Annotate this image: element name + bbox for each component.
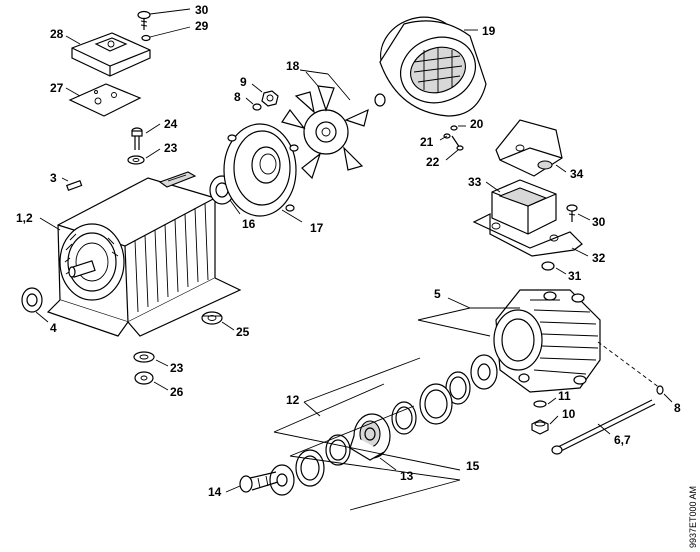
part-23-washer-upper <box>127 155 145 165</box>
part-25-nut <box>201 311 223 325</box>
part-3-key <box>65 179 83 191</box>
part-5-pump-housing <box>493 289 601 393</box>
part-10-plug <box>531 419 549 435</box>
fan-circlip <box>374 93 386 107</box>
label-14: 14 <box>208 485 222 499</box>
label-12: 12 <box>286 393 300 407</box>
part-30-screw-top <box>137 10 151 30</box>
label-6-7: 6,7 <box>614 433 631 447</box>
label-32: 32 <box>592 251 606 265</box>
label-23-upper: 23 <box>164 141 178 155</box>
label-24: 24 <box>164 117 178 131</box>
part-30-screw-right <box>566 204 578 222</box>
label-31: 31 <box>568 269 582 283</box>
label-26: 26 <box>170 385 184 399</box>
part-27-gasket <box>68 83 142 117</box>
part-22-screw <box>451 135 464 151</box>
label-17: 17 <box>310 221 324 235</box>
label-4: 4 <box>50 321 57 335</box>
part-9-nut <box>261 90 279 107</box>
part-20-washer <box>450 125 458 131</box>
label-15: 15 <box>466 459 480 473</box>
label-20: 20 <box>470 117 484 131</box>
image-code: 9937ET000 AM <box>688 486 698 548</box>
label-28: 28 <box>50 27 64 41</box>
part-23-washer-lower <box>133 351 155 363</box>
label-8-upper: 8 <box>234 90 241 104</box>
part-6-7-tie-rod <box>551 399 656 455</box>
part-11-o-ring <box>533 400 547 408</box>
part-8-washer-upper <box>252 103 262 111</box>
label-19: 19 <box>482 24 496 38</box>
label-34: 34 <box>570 167 584 181</box>
part-12-seal-set <box>391 354 498 435</box>
part-34-terminal-lid <box>495 119 563 177</box>
label-30-top: 30 <box>195 3 209 17</box>
label-21: 21 <box>420 135 434 149</box>
label-25: 25 <box>236 325 250 339</box>
part-26-nut <box>134 371 154 385</box>
part-17-end-shield <box>223 123 299 217</box>
label-11: 11 <box>558 389 571 403</box>
part-19-fan-cowl <box>379 16 487 117</box>
part-1-2-motor-housing <box>46 171 242 337</box>
label-10: 10 <box>562 407 576 421</box>
part-28-terminal-cover <box>71 32 151 77</box>
part-14-screw <box>239 471 279 493</box>
label-13: 13 <box>400 469 414 483</box>
part-labels: 30 29 28 27 24 23 3 1,2 4 9 8 18 16 17 1… <box>16 3 681 499</box>
part-29-washer <box>141 34 151 42</box>
label-22: 22 <box>426 155 440 169</box>
label-23-lower: 23 <box>170 361 184 375</box>
label-33: 33 <box>468 175 482 189</box>
label-30-right: 30 <box>592 215 606 229</box>
part-13-swash-plate <box>349 413 391 461</box>
part-24-bolt <box>131 127 143 150</box>
label-5: 5 <box>434 287 441 301</box>
label-27: 27 <box>50 81 64 95</box>
label-9: 9 <box>240 75 247 89</box>
label-3: 3 <box>50 171 57 185</box>
part-15-bearing-set <box>269 434 351 496</box>
label-1-2: 1,2 <box>16 211 33 225</box>
part-18-fan <box>281 85 369 180</box>
label-8-right: 8 <box>674 401 681 415</box>
part-4-seal-ring <box>21 287 43 313</box>
part-31-o-ring <box>541 261 555 271</box>
label-18: 18 <box>286 59 300 73</box>
label-16: 16 <box>242 217 256 231</box>
part-33-terminal-box <box>472 179 583 257</box>
part-8-washer-right <box>656 385 664 395</box>
label-29: 29 <box>195 19 209 33</box>
